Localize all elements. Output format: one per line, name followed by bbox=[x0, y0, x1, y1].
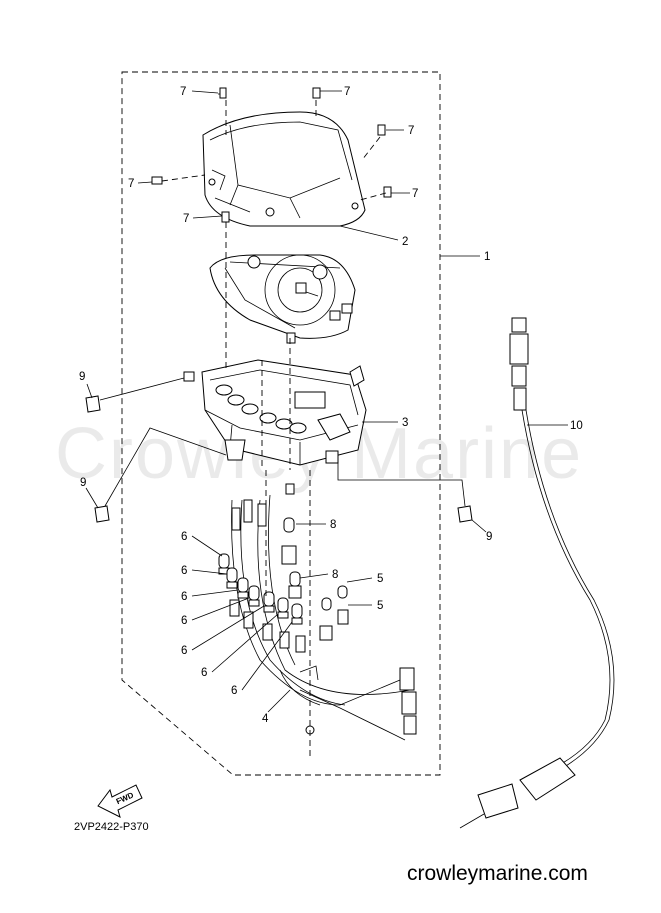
meter-face bbox=[209, 254, 356, 344]
callout-5-lower: 5 bbox=[377, 600, 383, 612]
callout-9-upper: 9 bbox=[79, 371, 85, 383]
diagram-code: 2VP2422-P370 bbox=[74, 821, 149, 833]
bulb-8-a bbox=[281, 517, 297, 565]
callout-2: 2 bbox=[402, 236, 408, 248]
callout-7-right-lower: 7 bbox=[412, 188, 418, 200]
bulb-6-f bbox=[277, 597, 289, 619]
footer-url: crowleymarine.com bbox=[407, 862, 588, 885]
bulb-5-a bbox=[337, 585, 349, 625]
clip-9-a bbox=[85, 377, 185, 413]
callout-1: 1 bbox=[484, 251, 490, 263]
screw-7-a bbox=[218, 87, 227, 99]
callout-4: 4 bbox=[262, 713, 269, 725]
bulb-6-b bbox=[226, 567, 238, 589]
meter-cover bbox=[202, 111, 366, 227]
callout-6-6: 6 bbox=[201, 667, 207, 679]
callout-10: 10 bbox=[570, 420, 583, 432]
callout-6-5: 6 bbox=[181, 645, 187, 657]
callout-7-right-upper: 7 bbox=[408, 125, 414, 137]
callout-5-upper: 5 bbox=[377, 573, 383, 585]
callout-6-2: 6 bbox=[181, 565, 187, 577]
clip-9-b bbox=[94, 427, 227, 523]
callout-3: 3 bbox=[402, 417, 408, 429]
leader-lines bbox=[85, 90, 568, 713]
bulb-6-a bbox=[218, 553, 230, 575]
screw-7-b bbox=[312, 87, 321, 99]
callout-6-1: 6 bbox=[181, 531, 187, 543]
callout-6-7: 6 bbox=[231, 685, 237, 697]
bulb-8-b bbox=[288, 571, 302, 599]
bulb-6-c bbox=[237, 577, 249, 599]
callout-8-lower: 8 bbox=[332, 569, 338, 581]
bulb-sockets bbox=[229, 599, 306, 653]
screw-7-c bbox=[377, 124, 386, 136]
meter-case bbox=[183, 359, 367, 466]
callout-7-top-right: 7 bbox=[344, 86, 350, 98]
callout-6-3: 6 bbox=[181, 591, 187, 603]
callout-6-4: 6 bbox=[181, 615, 187, 627]
fwd-arrow-icon: FWD bbox=[97, 784, 143, 818]
bulb-6-e bbox=[263, 591, 275, 613]
callout-9-left: 9 bbox=[80, 477, 86, 489]
bulb-6-d bbox=[248, 585, 260, 607]
callout-9-right: 9 bbox=[486, 531, 492, 543]
screw-7-d bbox=[151, 176, 163, 185]
wire-harness bbox=[231, 483, 417, 741]
callout-7-lower-left: 7 bbox=[183, 213, 189, 225]
callout-8-upper: 8 bbox=[330, 519, 336, 531]
callout-7-left: 7 bbox=[128, 178, 134, 190]
bulb-6-g bbox=[291, 603, 303, 625]
screw-7-f bbox=[221, 211, 230, 223]
bulb-5-b bbox=[319, 597, 333, 641]
assembly-boundary bbox=[121, 71, 441, 776]
screw-7-e bbox=[383, 186, 392, 198]
callout-7-top-left: 7 bbox=[180, 86, 186, 98]
speedometer-cable bbox=[459, 317, 615, 829]
